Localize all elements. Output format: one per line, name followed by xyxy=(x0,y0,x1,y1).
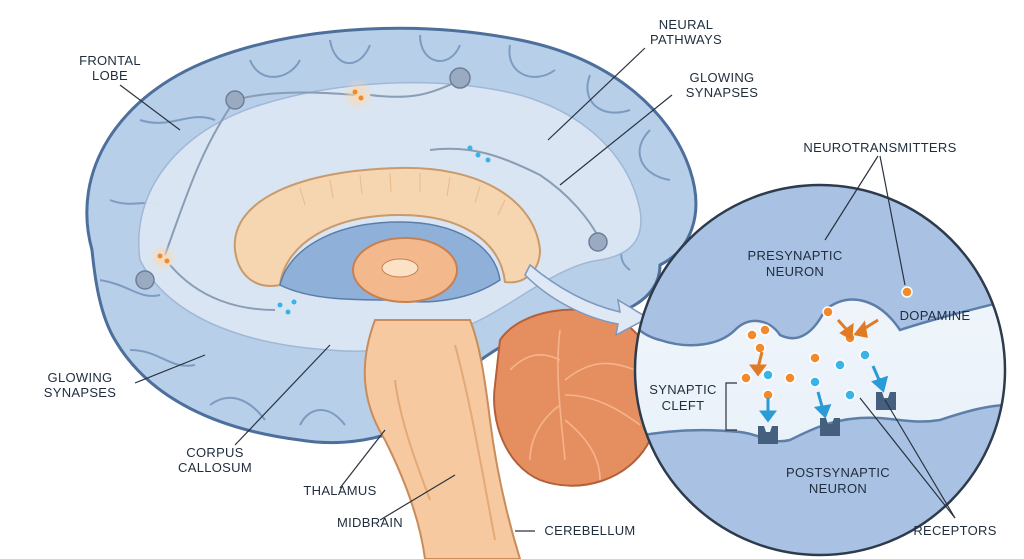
corpus-callosum xyxy=(233,166,542,287)
leader-lines xyxy=(119,47,956,532)
cerebellum-label: CEREBELLUM xyxy=(544,523,635,538)
midbrain-label: MIDBRAIN xyxy=(337,515,403,530)
binding-arrows xyxy=(759,365,889,423)
zoom-arrow xyxy=(524,263,650,337)
brain xyxy=(85,26,698,559)
glowing-synapses xyxy=(149,79,491,315)
cerebellum xyxy=(493,308,661,487)
dopamine-label: DOPAMINE xyxy=(900,308,971,323)
neuron-cells xyxy=(135,67,608,290)
brainstem xyxy=(363,319,522,559)
receptors-group xyxy=(758,392,896,444)
thalamus-label: THALAMUS xyxy=(303,483,376,498)
neurotransmitters-label: NEUROTRANSMITTERS xyxy=(803,140,956,155)
release-arrows xyxy=(749,318,879,377)
neurotransmitter-molecules xyxy=(762,349,886,401)
receptors-label: RECEPTORS xyxy=(913,523,996,538)
